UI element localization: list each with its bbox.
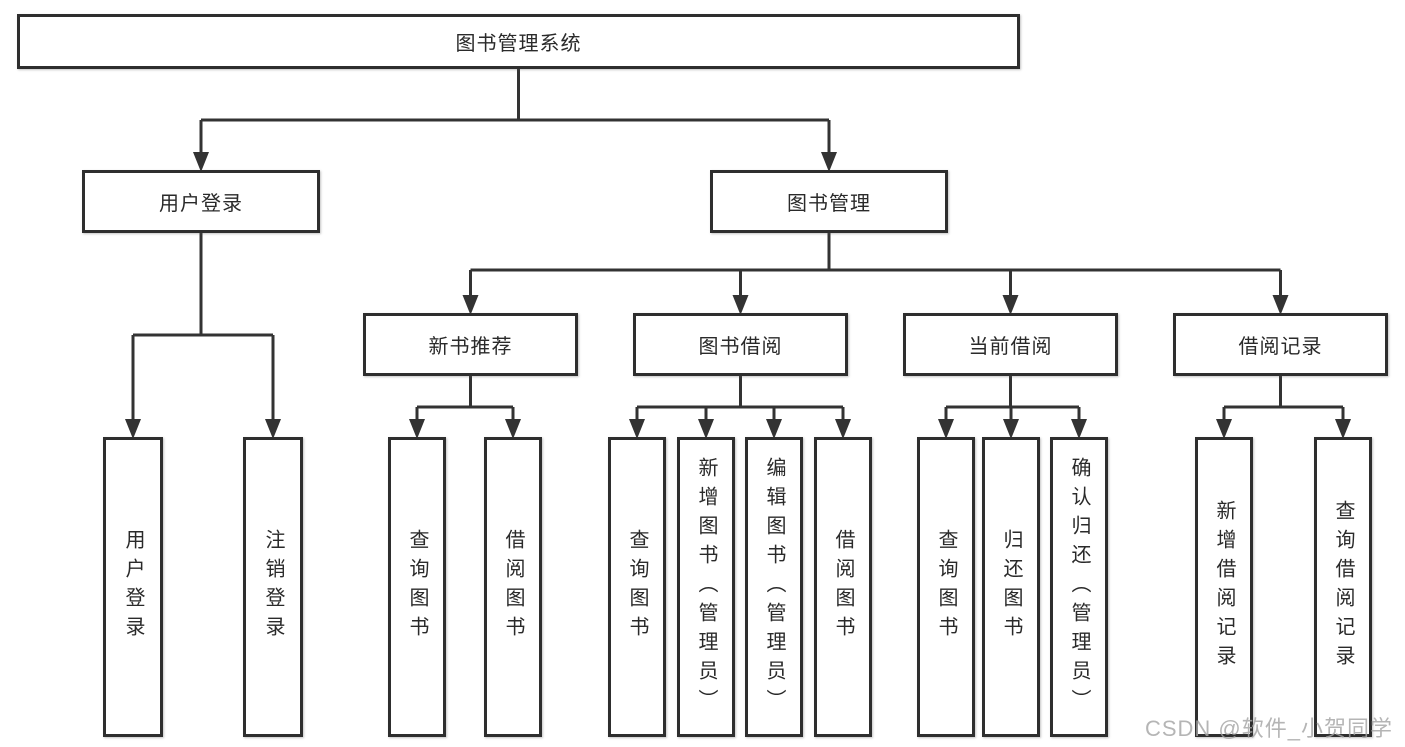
- node-book-management: 图书管理: [710, 170, 948, 233]
- node-borrow-record: 借阅记录: [1173, 313, 1388, 376]
- node-user-login-label: 用户登录: [159, 193, 243, 215]
- node-book-borrow: 图书借阅: [633, 313, 848, 376]
- leaf-user-login-label: 用户登录: [122, 529, 144, 645]
- leaf-newbook-query-label: 查询图书: [406, 529, 428, 645]
- leaf-current-query: 查询图书: [917, 437, 975, 737]
- node-user-login: 用户登录: [82, 170, 320, 233]
- node-new-book-recommend-label: 新书推荐: [428, 336, 513, 358]
- node-borrow-record-label: 借阅记录: [1238, 336, 1323, 358]
- leaf-current-query-label: 查询图书: [935, 529, 957, 645]
- leaf-record-query: 查询借阅记录: [1314, 437, 1372, 737]
- leaf-record-add: 新增借阅记录: [1195, 437, 1253, 737]
- leaf-user-login: 用户登录: [103, 437, 163, 737]
- leaf-newbook-borrow: 借阅图书: [484, 437, 542, 737]
- leaf-borrow-edit-admin-label: 编辑图书（管理员）: [763, 456, 785, 718]
- leaf-record-add-label: 新增借阅记录: [1213, 500, 1235, 674]
- leaf-current-confirm-admin-label: 确认归还（管理员）: [1068, 456, 1090, 718]
- leaf-logout-login-label: 注销登录: [262, 529, 284, 645]
- leaf-borrow-add-admin: 新增图书（管理员）: [677, 437, 735, 737]
- leaf-record-query-label: 查询借阅记录: [1332, 500, 1354, 674]
- leaf-borrow-borrow: 借阅图书: [814, 437, 872, 737]
- leaf-borrow-borrow-label: 借阅图书: [832, 529, 854, 645]
- node-book-management-label: 图书管理: [787, 193, 871, 215]
- leaf-borrow-add-admin-label: 新增图书（管理员）: [695, 456, 717, 718]
- node-book-borrow-label: 图书借阅: [698, 336, 783, 358]
- node-current-borrow-label: 当前借阅: [968, 336, 1053, 358]
- watermark: CSDN @软件_小贺同学: [1144, 716, 1393, 741]
- node-root-label: 图书管理系统: [455, 33, 582, 55]
- leaf-newbook-borrow-label: 借阅图书: [502, 529, 524, 645]
- leaf-current-return: 归还图书: [982, 437, 1040, 737]
- leaf-borrow-query-label: 查询图书: [626, 529, 648, 645]
- leaf-borrow-query: 查询图书: [608, 437, 666, 737]
- leaf-borrow-edit-admin: 编辑图书（管理员）: [745, 437, 803, 737]
- leaf-logout-login: 注销登录: [243, 437, 303, 737]
- leaf-current-return-label: 归还图书: [1000, 529, 1022, 645]
- node-new-book-recommend: 新书推荐: [363, 313, 578, 376]
- node-current-borrow: 当前借阅: [903, 313, 1118, 376]
- leaf-current-confirm-admin: 确认归还（管理员）: [1050, 437, 1108, 737]
- node-root: 图书管理系统: [17, 14, 1020, 69]
- leaf-newbook-query: 查询图书: [388, 437, 446, 737]
